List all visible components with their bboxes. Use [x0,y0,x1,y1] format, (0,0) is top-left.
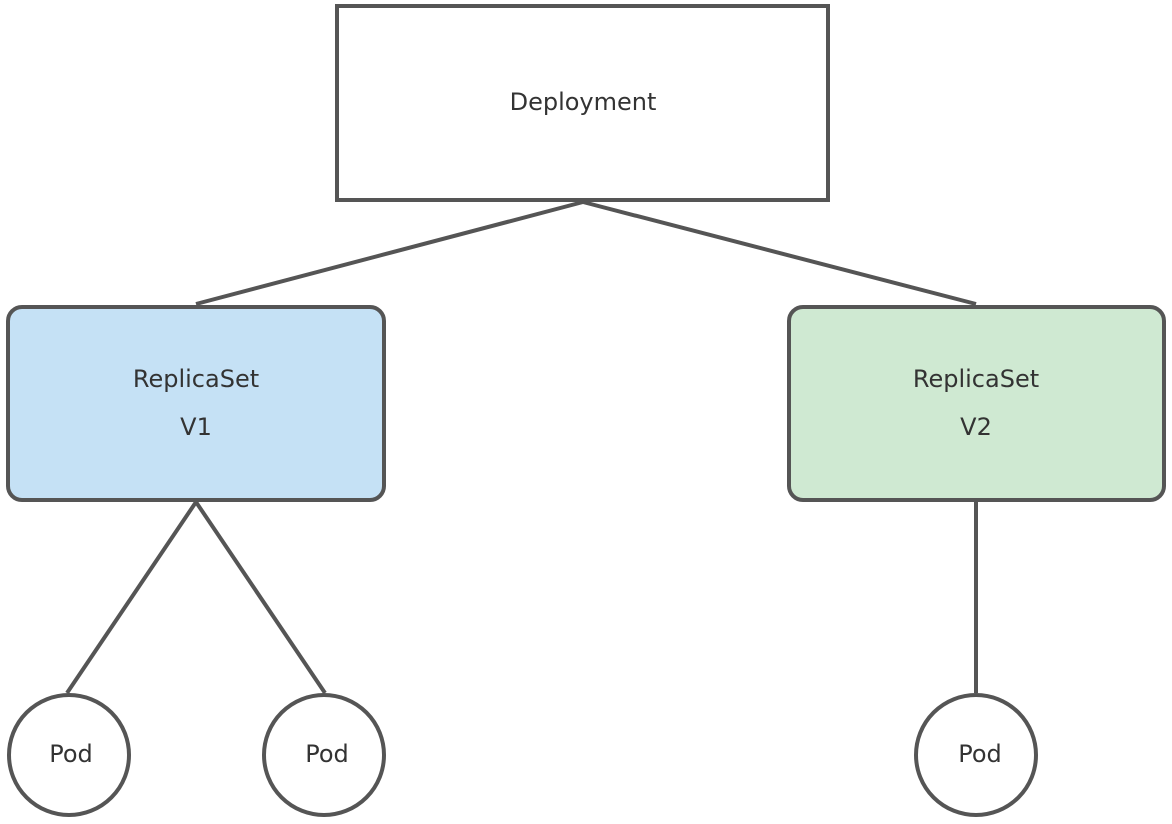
replicaset-v1-box [6,305,386,502]
pod-2-circle [262,693,386,817]
pod-node-1: Pod [7,693,131,817]
replicaset-v1-title: ReplicaSet [133,365,259,393]
replicaset-v1-version: V1 [180,413,212,441]
replicaset-v2-title: ReplicaSet [913,365,1039,393]
pod-3-label: Pod [958,740,1002,768]
replicaset-v1-node: ReplicaSet V1 [6,305,386,502]
deployment-box [335,4,830,202]
pod-node-3: Pod [914,693,1038,817]
deployment-label: Deployment [510,88,657,116]
pod-3-circle [914,693,1038,817]
connector-deployment-replicaset-v1 [195,200,584,306]
replicaset-v2-version: V2 [960,413,992,441]
replicaset-v2-box [787,305,1166,502]
pod-1-circle [7,693,131,817]
connector-deployment-replicaset-v2 [582,200,977,306]
pod-2-label: Pod [305,740,349,768]
replicaset-v2-node: ReplicaSet V2 [787,305,1166,502]
connector-replicaset-v1-pod-1 [65,500,198,695]
pod-node-2: Pod [262,693,386,817]
deployment-node: Deployment [335,4,830,202]
pod-1-label: Pod [49,740,93,768]
connector-replicaset-v1-pod-2 [194,500,327,695]
